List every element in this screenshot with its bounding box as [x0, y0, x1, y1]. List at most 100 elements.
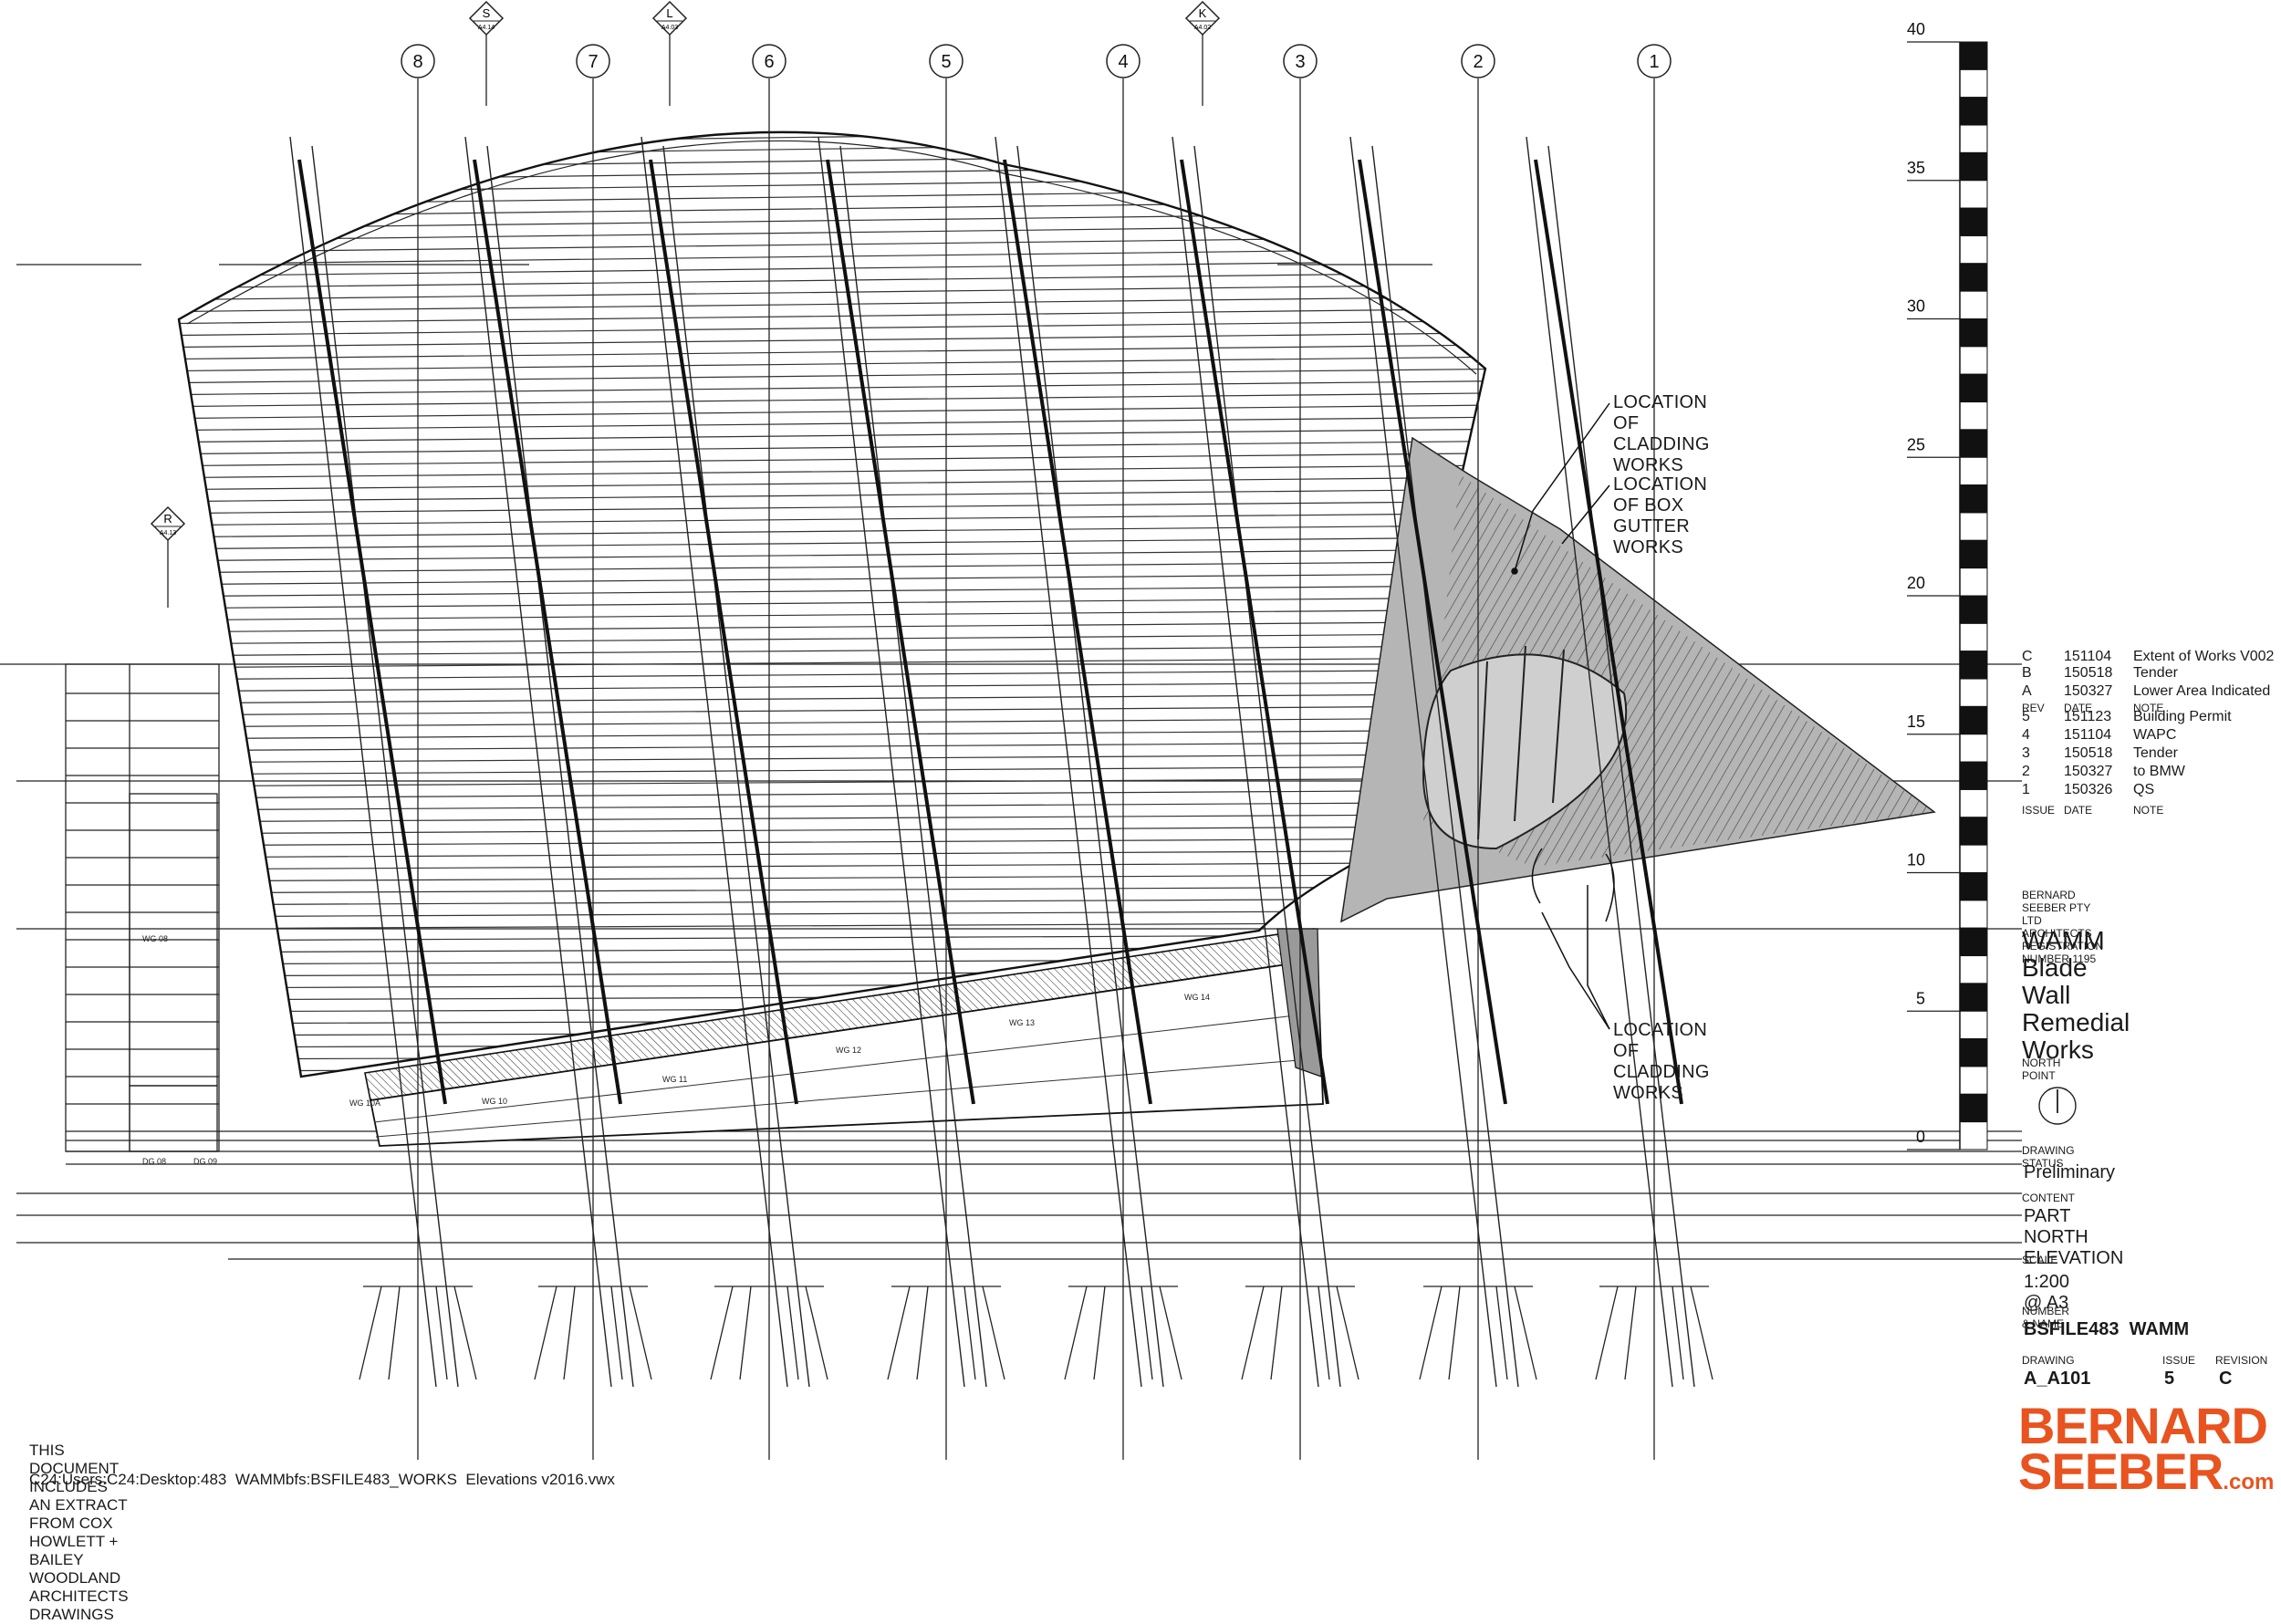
issue-row: 4 151104 WAPC: [2022, 726, 2281, 744]
section-ref: A4.03: [661, 25, 678, 31]
north-point-symbol: [2038, 1087, 2077, 1125]
pile-foundation: [710, 1286, 828, 1380]
number-name-label: NUMBER & NAME: [2022, 1305, 2070, 1330]
rev-date: 151104: [2064, 649, 2112, 664]
callout-box-gutter: LOCATION OF BOX GUTTER WORKS: [1613, 474, 1708, 557]
rev-note: Lower Area Indicated: [2133, 683, 2271, 699]
project-line: Remedial Works: [2022, 1008, 2130, 1064]
panel-tag: WG 13: [1009, 1018, 1035, 1027]
panel-tag: WG 10A: [349, 1098, 380, 1108]
blade-column: [289, 136, 459, 1388]
revision-header: REV DATE NOTE: [2022, 702, 2164, 714]
section-ref: A4.13: [160, 530, 176, 536]
scale-label: 0: [1916, 1128, 1925, 1146]
revision-table: C 151104 Extent of Works V002 B 150518 T…: [2022, 648, 2281, 817]
issue-note: QS: [2133, 782, 2155, 797]
blade-column: [995, 136, 1164, 1388]
issue-number: 3: [2022, 745, 2030, 761]
box-gutter-zone: [1340, 436, 1936, 923]
facade-outline: [177, 130, 1487, 1078]
grid-bubble: 6: [752, 44, 786, 78]
panel-tag: WG 14: [1184, 993, 1210, 1002]
grid-bubble: 1: [1637, 44, 1672, 78]
extract-note: THIS DOCUMENT INCLUDES AN EXTRACT FROM C…: [29, 1442, 129, 1623]
grid-bubble: 4: [1106, 44, 1140, 78]
logo-line: SEEBER.com: [2018, 1442, 2275, 1500]
north-point-label: NORTH POINT: [2022, 1057, 2061, 1082]
revision-row: A 150327 Lower Area Indicated: [2022, 682, 2281, 701]
issue-number: 2: [2022, 764, 2030, 779]
grid-bubble-label: 8: [412, 52, 422, 72]
file-path: C24:Users:C24:Desktop:483 WAMMbfs:BSFILE…: [29, 1471, 615, 1488]
rev-code: C: [2022, 649, 2033, 664]
issue-value: 5: [2164, 1369, 2175, 1389]
issue-date: 150326: [2064, 782, 2113, 797]
pile-foundation: [534, 1286, 652, 1380]
scale-label: 25: [1907, 435, 1925, 453]
grid-bubble: 2: [1461, 44, 1495, 78]
bernard-seeber-logo: BERNARD SEEBER.com: [2018, 1397, 2275, 1505]
section-marker-r: R A4.13: [150, 505, 186, 608]
section-letter: S: [483, 6, 491, 20]
issue-label: ISSUE: [2162, 1354, 2196, 1367]
rev-date: 150327: [2064, 683, 2113, 699]
panel-tag: DG 08: [142, 1157, 166, 1166]
logo-line: BERNARD: [2018, 1397, 2268, 1454]
logo-suffix: .com: [2223, 1470, 2275, 1494]
rev-code: B: [2022, 665, 2032, 681]
section-marker-k: K A4.02: [1184, 0, 1221, 106]
grid-bubble: 8: [401, 44, 435, 78]
drawing-status-label: DRAWING STATUS: [2022, 1144, 2075, 1170]
panel-tag: WG 12: [836, 1046, 861, 1055]
panel-tag: DG 09: [193, 1157, 217, 1166]
issue-header: ISSUE DATE NOTE: [2022, 804, 2164, 817]
scale-label: 20: [1907, 574, 1925, 592]
panel-tag: WG 11: [662, 1075, 687, 1084]
issue-row: 3 150518 Tender: [2022, 744, 2281, 763]
scale-label: SCALE: [2022, 1254, 2058, 1266]
pile-foundation: [887, 1286, 1005, 1380]
issue-row: 2 150327 to BMW: [2022, 763, 2281, 781]
rev-code: A: [2022, 683, 2032, 699]
section-ref: A4.02: [1194, 25, 1211, 31]
grid-bubble-label: 2: [1473, 52, 1483, 72]
scale-label: 15: [1907, 713, 1925, 731]
scale-label: 40: [1907, 20, 1925, 38]
issue-note: to BMW: [2133, 764, 2185, 779]
grid-bubble-label: 3: [1295, 52, 1305, 72]
project-title: WAMM Blade Wall Remedial Works: [2022, 927, 2130, 1064]
grid-bubble-label: 1: [1649, 52, 1659, 72]
scale-label: 10: [1907, 851, 1925, 869]
scale-label: 30: [1907, 297, 1925, 316]
revision-value: C: [2219, 1369, 2233, 1389]
pile-foundation: [1419, 1286, 1537, 1380]
issue-row: 5 151123 Building Permit: [2022, 708, 2281, 726]
firm-details: BERNARD SEEBER PTY LTD ARCHITECTS REGIST…: [2022, 889, 2103, 965]
pile-foundations: [359, 1286, 1713, 1380]
revision-row: B 150518 Tender: [2022, 664, 2281, 682]
revision-label: REVISION: [2215, 1354, 2268, 1367]
blade-column: [464, 136, 634, 1388]
section-letter: R: [163, 512, 172, 526]
issue-date: 151123: [2064, 709, 2112, 724]
blade-columns: [289, 136, 1695, 1388]
panel-tag: WG 10: [482, 1097, 507, 1106]
registration-number: ARCHITECTS REGISTRATION NUMBER 1195: [2022, 927, 2104, 965]
blade-column: [641, 136, 810, 1388]
content-value: PART NORTH ELEVATION: [2024, 1206, 2124, 1268]
issue-number: 4: [2022, 727, 2030, 743]
issue-date: 150327: [2064, 764, 2113, 779]
issue-date: 150518: [2064, 745, 2113, 761]
left-annex: [65, 663, 220, 1152]
drawing-status: Preliminary: [2024, 1162, 2116, 1182]
blade-column: [818, 136, 987, 1388]
elevation-drawing: WG 08 WG 10A WG 10 WG 11 WG 12 WG 13 WG …: [0, 0, 2077, 1460]
curtain-wall-band: [364, 928, 1324, 1147]
blade-column: [1526, 136, 1695, 1388]
pile-foundation: [359, 1286, 477, 1380]
scale-label: 5: [1916, 989, 1925, 1007]
issue-number: 5: [2022, 709, 2030, 724]
issue-row: 1 150326 QS: [2022, 781, 2281, 799]
pile-foundation: [1241, 1286, 1359, 1380]
